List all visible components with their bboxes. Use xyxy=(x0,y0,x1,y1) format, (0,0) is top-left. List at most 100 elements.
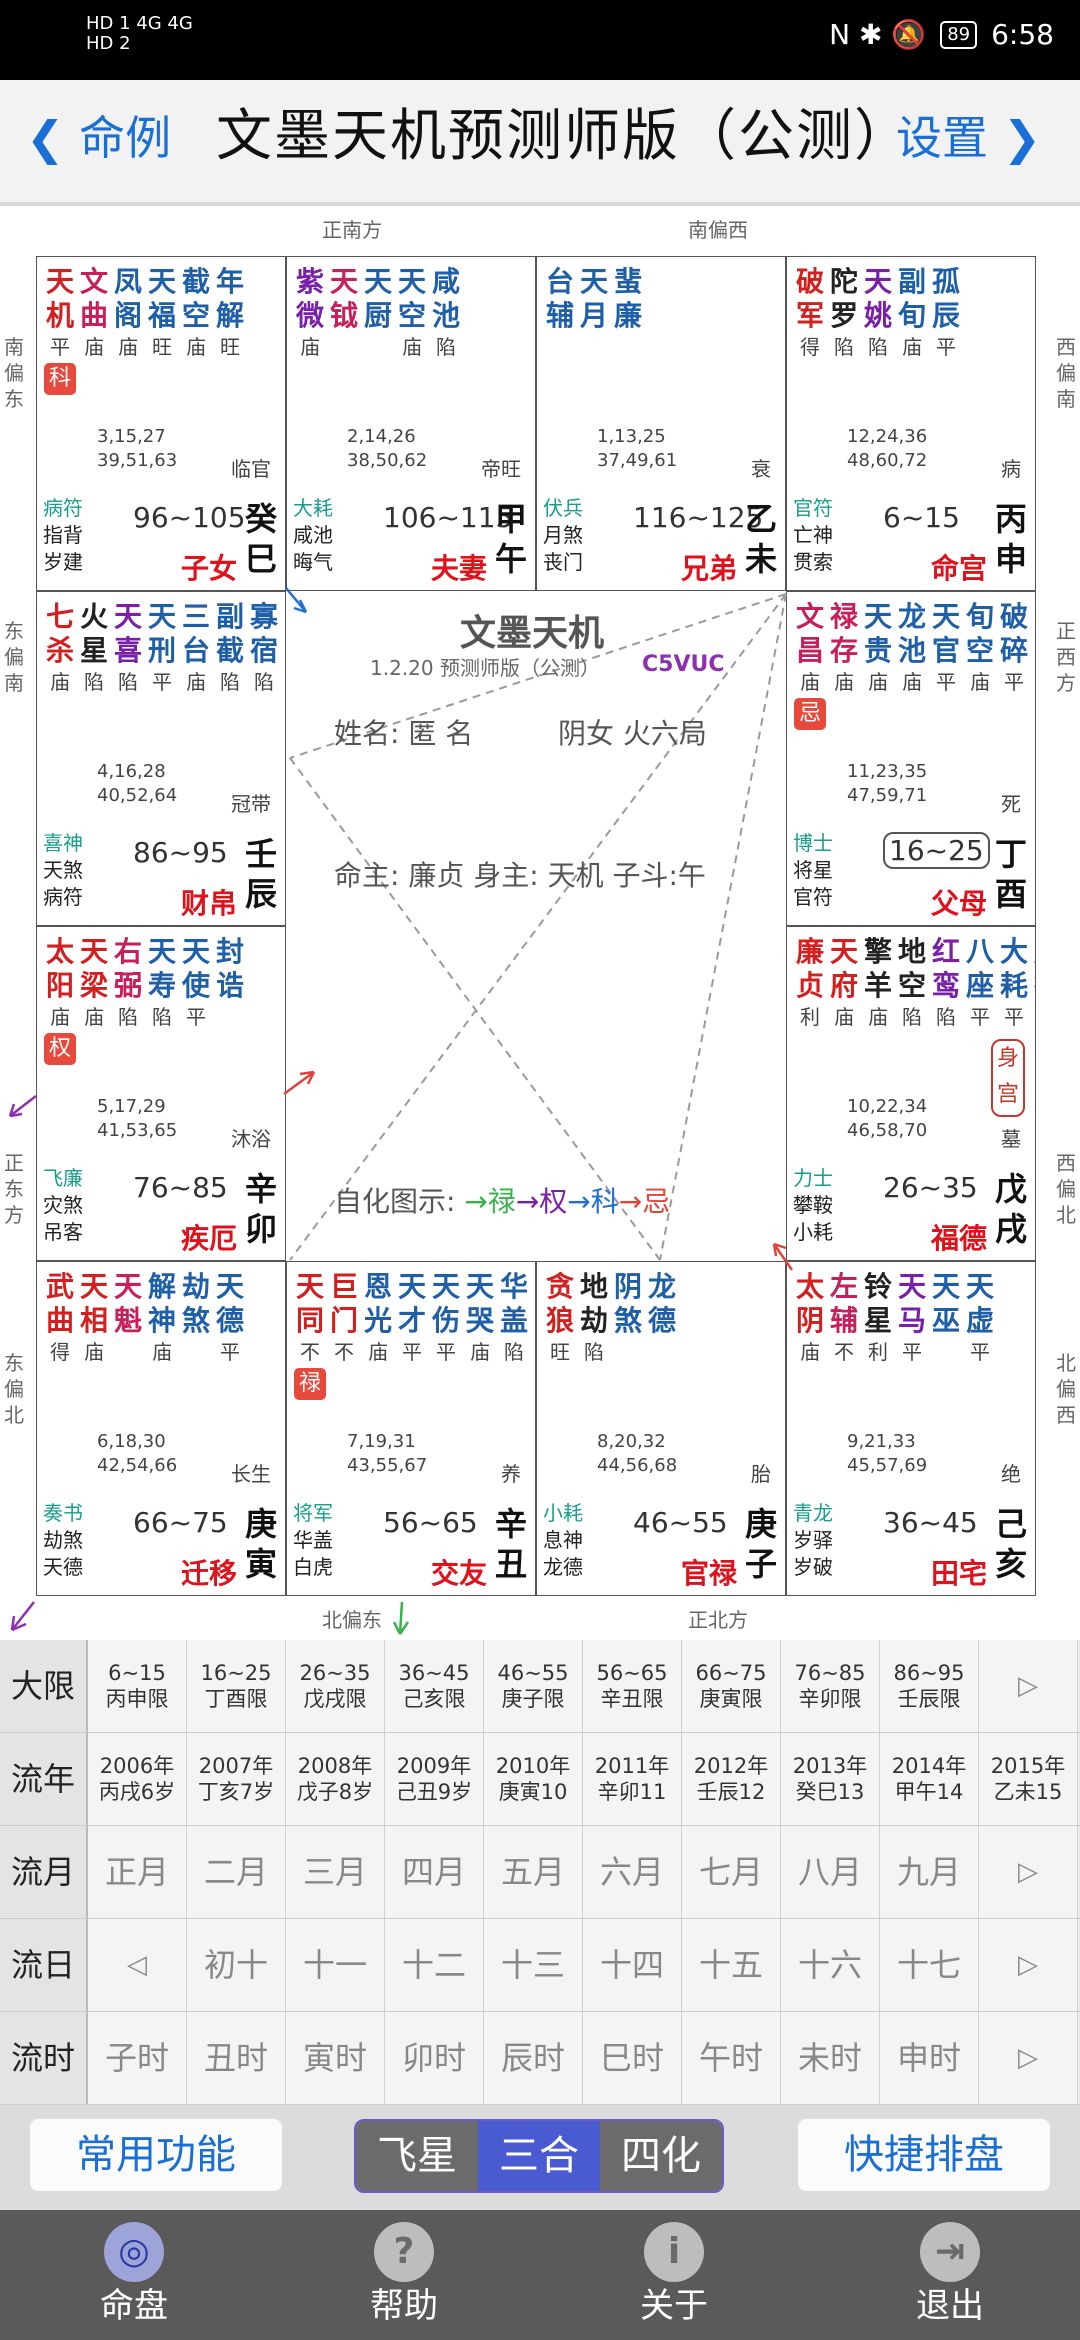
quick-chart-button[interactable]: 快捷排盘 xyxy=(798,2119,1050,2191)
palace-xu[interactable]: 廉贞 利 天府 庙 擎羊 庙 地空 陷 红鸾 陷 八座 平 大耗 平 xyxy=(786,926,1036,1261)
mode-feixing[interactable]: 飞星 xyxy=(356,2121,478,2191)
star: 紫微 庙 xyxy=(293,265,327,361)
earthly-branch: 酉 xyxy=(994,875,1027,913)
star-brightness: 庙 xyxy=(152,1340,172,1364)
star: 孤辰 平 xyxy=(929,265,963,361)
timeline-cell[interactable]: 2010年庚寅10 xyxy=(484,1733,583,1825)
star-brightness: 庙 xyxy=(186,335,206,359)
star-name: 大耗 xyxy=(999,935,1028,1002)
timeline-cell[interactable]: 八月 xyxy=(781,1826,880,1918)
nav-item-0[interactable]: ◎命盘 xyxy=(74,2222,194,2330)
nav-label: 帮助 xyxy=(370,2286,438,2326)
timeline-cell[interactable]: 丑时 xyxy=(187,2012,286,2104)
timeline-cell[interactable]: 初十 xyxy=(187,1919,286,2011)
timeline-cell[interactable]: 2014年甲午14 xyxy=(880,1733,979,1825)
timeline-cell[interactable]: 十一 xyxy=(286,1919,385,2011)
timeline-cell[interactable]: 十五 xyxy=(682,1919,781,2011)
next-arrow[interactable]: ▷ xyxy=(979,1640,1078,1732)
jiangqian-star: 岁驿 xyxy=(793,1528,833,1552)
star-name: 红鸾 xyxy=(931,935,960,1002)
nav-item-1[interactable]: ?帮助 xyxy=(344,2222,464,2330)
nav-item-3[interactable]: ⇥退出 xyxy=(890,2222,1010,2330)
sim2-signal: HD 2 xyxy=(86,33,131,54)
mode-sihua[interactable]: 四化 xyxy=(600,2121,722,2191)
timeline-cell[interactable]: 2013年癸巳13 xyxy=(781,1733,880,1825)
palace-you[interactable]: 文昌 庙 忌 禄存 庙 天贵 庙 龙池 庙 天官 平 旬空 庙 破碎 平 11, xyxy=(786,591,1036,926)
star-list: 台辅 天月 蜚廉 xyxy=(543,265,645,333)
cell-line-2: 己丑9岁 xyxy=(395,1780,473,1804)
timeline-cell[interactable]: 十二 xyxy=(385,1919,484,2011)
next-arrow[interactable]: ▷ xyxy=(979,2012,1078,2104)
palace-chou[interactable]: 天同 不 禄 巨门 不 恩光 庙 天才 平 天伤 平 天哭 庙 华盖 陷 7,1 xyxy=(286,1261,536,1596)
timeline-cell[interactable]: 2006年丙戌6岁 xyxy=(88,1733,187,1825)
star: 封诰 xyxy=(213,935,247,1065)
timeline-cell[interactable]: 2012年壬辰12 xyxy=(682,1733,781,1825)
timeline-cell[interactable]: 七月 xyxy=(682,1826,781,1918)
sihua-badge: 权 xyxy=(44,1033,76,1065)
cell-line-2: 甲午14 xyxy=(894,1780,964,1804)
timeline-cell[interactable]: 辰时 xyxy=(484,2012,583,2104)
timeline-cell[interactable]: 十六 xyxy=(781,1919,880,2011)
timeline-cell[interactable]: 申时 xyxy=(880,2012,979,2104)
timeline-cell[interactable]: 未时 xyxy=(781,2012,880,2104)
timeline-cell[interactable]: 二月 xyxy=(187,1826,286,1918)
star: 恩光 庙 xyxy=(361,1270,395,1400)
star: 文曲 庙 xyxy=(77,265,111,395)
timeline-cell[interactable]: 五月 xyxy=(484,1826,583,1918)
timeline-cell[interactable]: 巳时 xyxy=(583,2012,682,2104)
timeline-cell[interactable]: 午时 xyxy=(682,2012,781,2104)
timeline-cell[interactable]: 寅时 xyxy=(286,2012,385,2104)
next-arrow[interactable]: ▷ xyxy=(979,1826,1078,1918)
back-button[interactable]: ❮ 命例 xyxy=(26,108,171,168)
timeline-cell[interactable]: 2007年丁亥7岁 xyxy=(187,1733,286,1825)
timeline-cell[interactable]: 2015年乙未15 xyxy=(979,1733,1078,1825)
timeline-cell[interactable]: 三月 xyxy=(286,1826,385,1918)
timeline-cell[interactable]: 2011年辛卯11 xyxy=(583,1733,682,1825)
timeline-cell[interactable]: 十四 xyxy=(583,1919,682,2011)
star: 擎羊 庙 xyxy=(861,935,895,1031)
timeline-cell[interactable]: 九月 xyxy=(880,1826,979,1918)
timeline-cell[interactable]: 2008年戊子8岁 xyxy=(286,1733,385,1825)
star: 天马 平 xyxy=(895,1270,929,1366)
next-arrow[interactable]: ▷ xyxy=(979,1919,1078,2011)
suiqian-star: 岁建 xyxy=(43,550,83,574)
star: 截空 庙 xyxy=(179,265,213,395)
mode-sanhe[interactable]: 三合 xyxy=(478,2121,600,2191)
palace-chen[interactable]: 七杀 庙 火星 陷 天喜 陷 天刑 平 三台 庙 副截 陷 寡宿 陷 4,16 xyxy=(36,591,286,926)
star: 左辅 不 xyxy=(827,1270,861,1366)
timeline-cell[interactable]: 卯时 xyxy=(385,2012,484,2104)
timeline-cell[interactable]: 六月 xyxy=(583,1826,682,1918)
timeline-cell[interactable]: 子时 xyxy=(88,2012,187,2104)
settings-button[interactable]: 设置 ❯ xyxy=(896,108,1041,168)
star-brightness: 庙 xyxy=(470,1340,490,1364)
common-functions-button[interactable]: 常用功能 xyxy=(30,2119,282,2191)
timeline-cell[interactable]: 十三 xyxy=(484,1919,583,2011)
timeline-cell[interactable]: 十七 xyxy=(880,1919,979,2011)
ages-1: 6,18,30 xyxy=(97,1431,166,1452)
minor-stars: 飞廉灾煞吊客 xyxy=(43,1165,83,1246)
timeline-cell[interactable]: 2009年己丑9岁 xyxy=(385,1733,484,1825)
boshi-star: 将军 xyxy=(293,1501,333,1525)
cell-line-1: 2012年 xyxy=(693,1754,769,1778)
prev-arrow[interactable]: ◁ xyxy=(88,1919,187,2011)
timeline-cell[interactable]: 四月 xyxy=(385,1826,484,1918)
timeline-cell[interactable]: 正月 xyxy=(88,1826,187,1918)
